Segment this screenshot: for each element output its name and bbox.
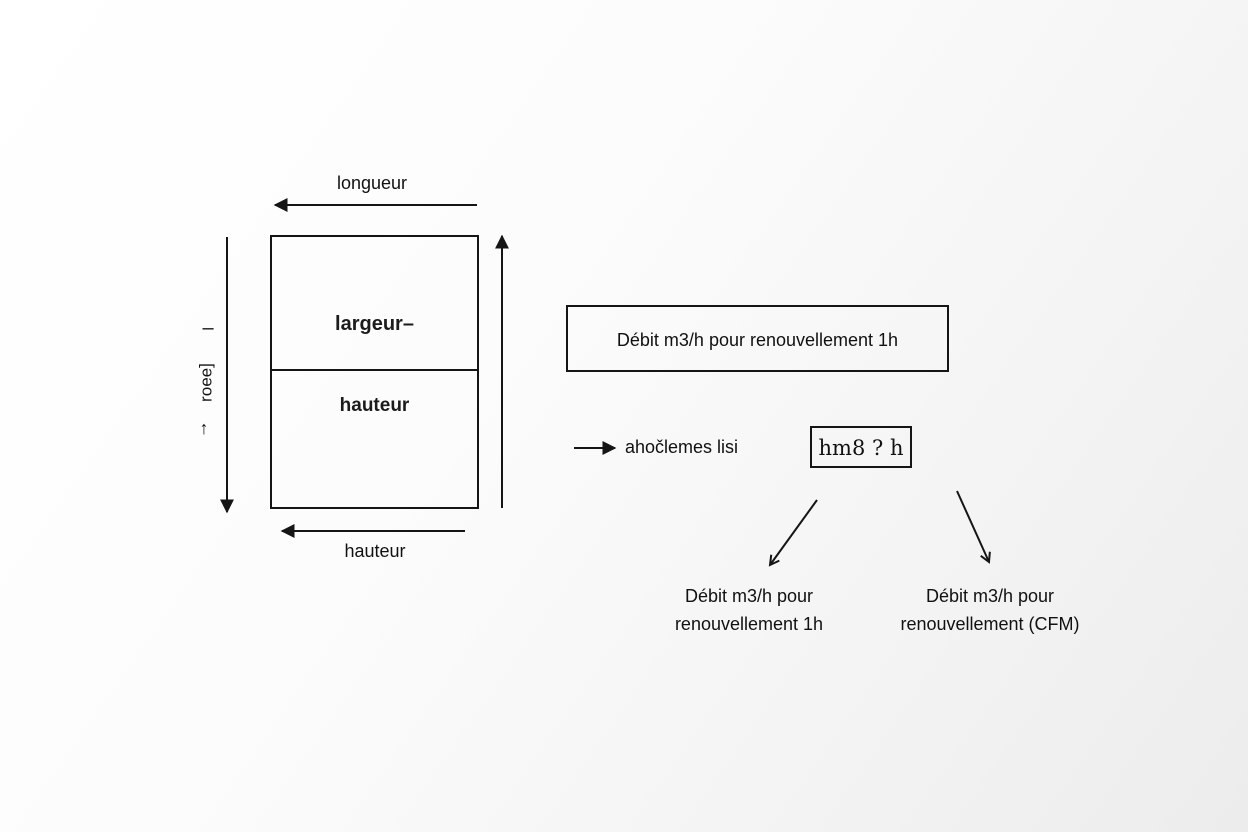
result-right-line2: renouvellement (CFM): [900, 614, 1080, 634]
left-rotated-label: [ǝǝoɹ: [198, 363, 218, 402]
left-dash: –: [202, 317, 214, 339]
main-flow-box-label: Débit m3/h pour renouvellement 1h: [616, 330, 899, 350]
unit-box: hm8 ? h: [810, 426, 912, 468]
result-left: Débit m3/h pour renouvellement 1h: [649, 582, 849, 638]
upper-cell-label: largeur–: [335, 313, 414, 335]
branch-arrow-right: [956, 490, 989, 562]
result-left-line2: renouvellement 1h: [674, 614, 824, 634]
top-dimension-label: longueur: [336, 173, 408, 193]
left-up-arrow-icon: ↑: [199, 418, 209, 438]
result-left-line1: Débit m3/h pour: [684, 586, 814, 606]
room-rectangle: [270, 235, 479, 509]
lower-cell-label: hauteur: [339, 395, 410, 416]
main-flow-box: Débit m3/h pour renouvellement 1h: [566, 305, 949, 372]
branch-arrow-left: [770, 499, 818, 565]
bottom-dimension-label: hauteur: [344, 541, 406, 561]
unit-box-label: hm8 ? h: [818, 436, 904, 460]
result-right: Débit m3/h pour renouvellement (CFM): [880, 582, 1100, 638]
input-label: ahočlemes lisi: [625, 437, 739, 457]
result-right-line1: Débit m3/h pour: [925, 586, 1055, 606]
